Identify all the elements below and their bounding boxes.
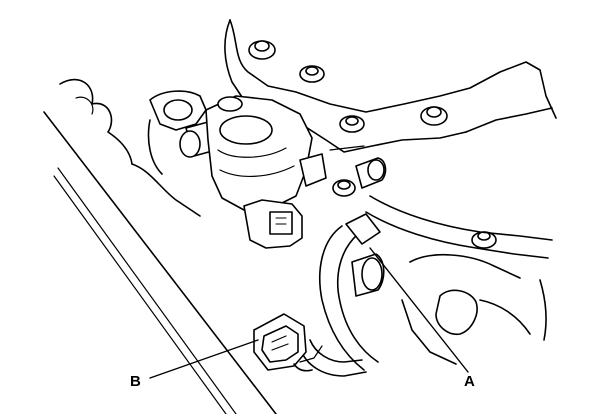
bolt [332, 179, 356, 197]
body-edge-lines [43, 111, 277, 414]
lower-housing [401, 253, 547, 365]
callout-label-a: A [464, 373, 475, 390]
callout-leader-b [149, 339, 259, 379]
pipe-fitting [355, 157, 387, 189]
mounting-bolts [248, 40, 497, 249]
bolt [339, 115, 365, 133]
electrical-connector-icon [253, 313, 323, 372]
hose-icon [299, 195, 553, 377]
callout-leader-a [369, 247, 469, 373]
bolt [420, 106, 448, 126]
callout-label-b: B [130, 373, 141, 390]
bolt [248, 40, 276, 60]
engine-housing [59, 19, 557, 217]
valve-assembly-icon [147, 90, 327, 249]
bolt [299, 65, 325, 83]
bolt [471, 231, 497, 249]
